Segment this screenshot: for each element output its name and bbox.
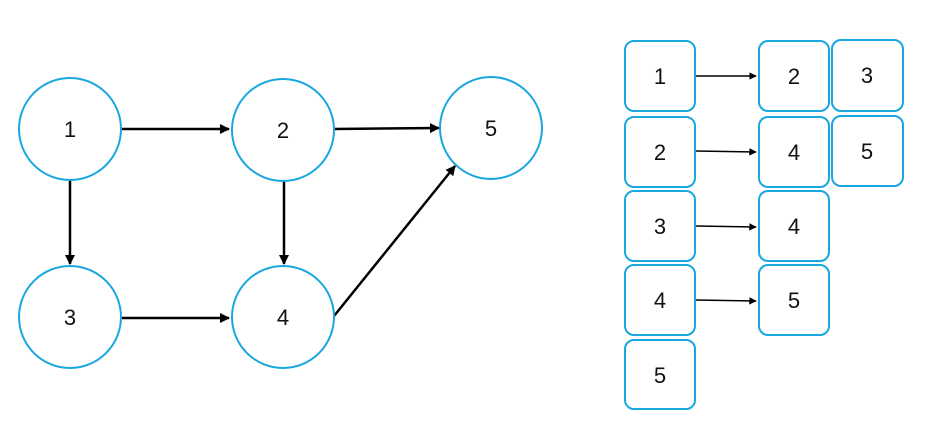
graph-node-4: 4 xyxy=(231,265,335,369)
node-label: 3 xyxy=(64,305,76,330)
pointer-arrow xyxy=(695,223,757,231)
node-label: 4 xyxy=(277,305,289,330)
neighbor-cell xyxy=(831,39,904,112)
neighbor-cell xyxy=(758,116,830,188)
adjacency-row-2: 2 4 5 xyxy=(624,115,904,188)
edge-4-5 xyxy=(333,165,456,317)
edge-2-5 xyxy=(333,123,440,134)
graph-node-5: 5 xyxy=(439,76,543,180)
node-label: 5 xyxy=(485,116,497,141)
head-cell xyxy=(624,264,696,336)
adjacency-list: 1 2 3 2 4 5 3 4 4 xyxy=(624,39,904,410)
graph-nodes: 1 2 3 4 5 xyxy=(18,76,543,369)
node-label: 2 xyxy=(277,118,289,143)
adjacency-row-1: 1 2 3 xyxy=(624,39,904,112)
head-cell xyxy=(624,339,696,410)
graph-edges xyxy=(65,123,456,323)
head-cell xyxy=(624,190,696,262)
head-cell xyxy=(624,40,696,112)
graph-node-2: 2 xyxy=(231,78,335,182)
neighbor-cell-label: 4 xyxy=(788,214,800,239)
head-cell-label: 4 xyxy=(654,288,666,313)
pointer-arrow xyxy=(695,297,757,305)
neighbor-cell xyxy=(831,115,904,187)
head-cell-label: 2 xyxy=(654,140,666,165)
neighbor-cell-label: 5 xyxy=(788,288,800,313)
head-cell-label: 5 xyxy=(654,363,666,388)
graph-node-3: 3 xyxy=(18,265,122,369)
pointer-arrow xyxy=(695,148,757,156)
neighbor-cell xyxy=(758,190,830,262)
neighbor-cell-label: 3 xyxy=(861,63,873,88)
node-label: 1 xyxy=(64,117,76,142)
adjacency-row-5: 5 xyxy=(624,339,696,410)
neighbor-cell-label: 5 xyxy=(861,139,873,164)
graph-node-1: 1 xyxy=(18,77,122,181)
neighbor-cell xyxy=(758,40,830,112)
neighbor-cell-label: 2 xyxy=(788,64,800,89)
head-cell-label: 3 xyxy=(654,214,666,239)
adjacency-row-3: 3 4 xyxy=(624,190,830,262)
neighbor-cell xyxy=(758,264,830,336)
head-cell-label: 1 xyxy=(654,64,666,89)
head-cell xyxy=(624,116,696,188)
adjacency-row-4: 4 5 xyxy=(624,264,830,336)
neighbor-cell-label: 4 xyxy=(788,140,800,165)
